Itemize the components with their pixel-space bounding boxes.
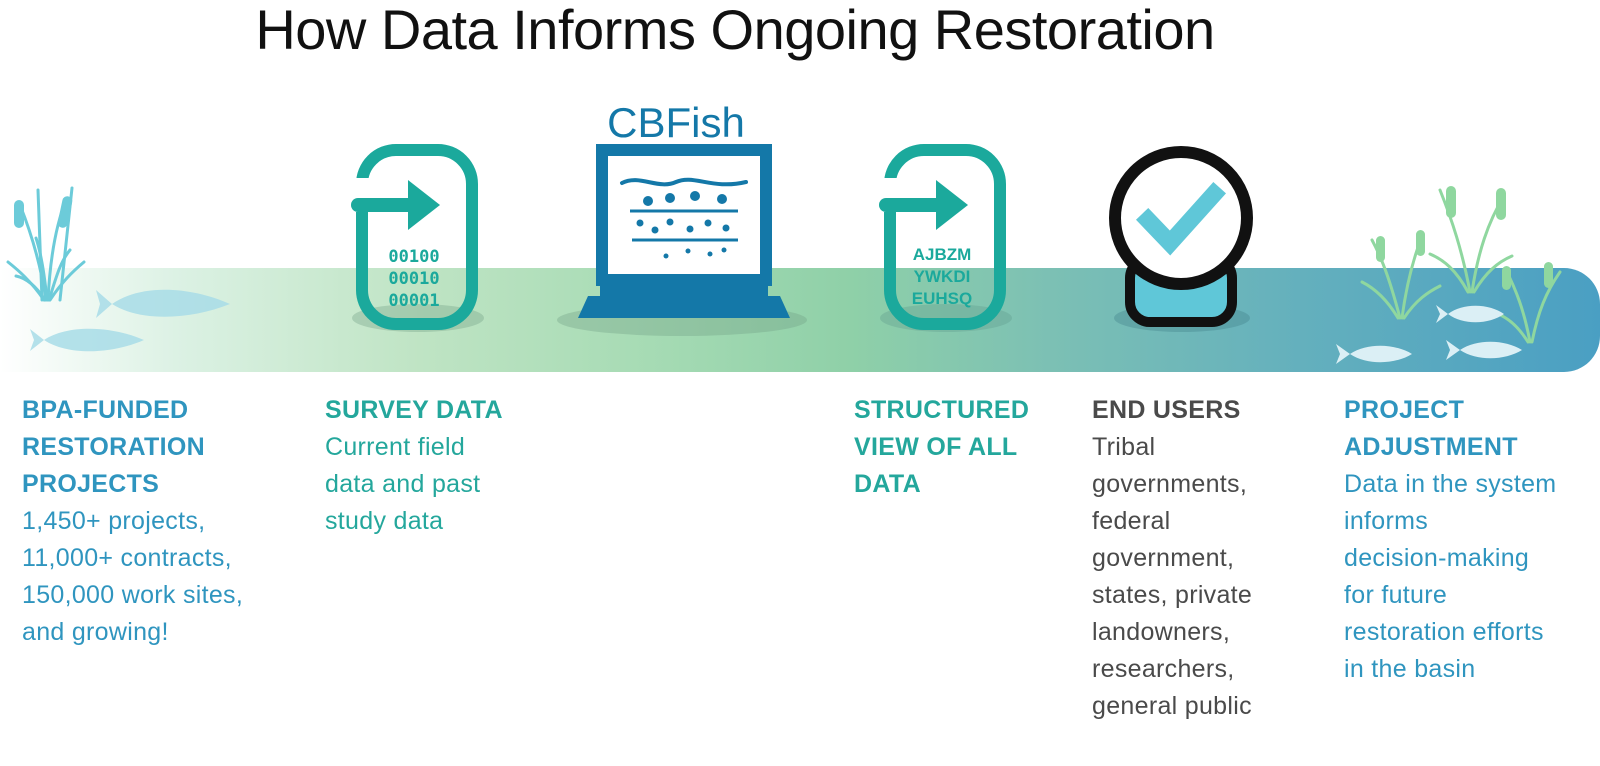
left-cattails-icon — [6, 186, 86, 302]
column-restoration-projects: BPA-FUNDED RESTORATION PROJECTS 1,450+ p… — [22, 392, 302, 651]
right-plants-icon — [1360, 186, 1562, 344]
column-heading-line: PROJECT — [1344, 396, 1465, 424]
column-body-line: Data in the system — [1344, 470, 1557, 498]
column-body-line: researchers, — [1092, 655, 1235, 683]
column-heading-line: STRUCTURED — [854, 396, 1030, 424]
column-body-line: data and past — [325, 470, 481, 498]
column-body-line: Tribal — [1092, 433, 1156, 461]
column-project-adjustment: PROJECT ADJUSTMENT Data in the system in… — [1344, 392, 1594, 688]
letter-code-line-1: AJBZM — [913, 245, 972, 264]
column-body-line: governments, — [1092, 470, 1248, 498]
left-fish-icon — [30, 289, 230, 352]
river-flow-band — [0, 268, 1600, 372]
survey-data-document-icon: 00100 00010 00001 — [344, 144, 484, 332]
letter-code-line-2: YWKDI — [914, 267, 971, 286]
column-body-line: decision-making — [1344, 544, 1530, 572]
column-heading-line: DATA — [854, 470, 921, 498]
column-heading-line: VIEW OF ALL — [854, 433, 1018, 461]
column-body-line: states, private — [1092, 581, 1253, 609]
column-body-line: and growing! — [22, 618, 169, 646]
system-label: CBFish — [607, 99, 745, 146]
column-body-line: in the basin — [1344, 655, 1476, 683]
letter-code-line-3: EUHSQ — [912, 289, 972, 308]
column-structured-view: STRUCTURED VIEW OF ALL DATA — [854, 392, 1074, 503]
column-body-line: 1,450+ projects, — [22, 507, 206, 535]
column-heading-line: SURVEY DATA — [325, 396, 503, 424]
column-heading-line: RESTORATION — [22, 433, 205, 461]
structured-data-document-icon: AJBZM YWKDI EUHSQ — [872, 144, 1012, 332]
right-fish-icon — [1336, 305, 1522, 364]
column-heading-line: END USERS — [1092, 396, 1241, 424]
column-body-line: federal — [1092, 507, 1171, 535]
column-body-line: study data — [325, 507, 444, 535]
column-body-line: general public — [1092, 692, 1252, 720]
binary-code-line-2: 00010 — [388, 269, 439, 289]
column-body-line: informs — [1344, 507, 1429, 535]
column-end-users: END USERS Tribal governments, federal go… — [1092, 392, 1312, 725]
binary-code-line-3: 00001 — [388, 291, 439, 311]
column-body-line: restoration efforts — [1344, 618, 1544, 646]
column-body-line: landowners, — [1092, 618, 1231, 646]
column-heading-line: BPA-FUNDED — [22, 396, 189, 424]
cbfish-laptop-icon — [557, 144, 807, 336]
column-heading-line: ADJUSTMENT — [1344, 433, 1518, 461]
column-heading-line: PROJECTS — [22, 470, 160, 498]
column-body-line: 11,000+ contracts, — [22, 544, 232, 572]
column-survey-data: SURVEY DATA Current field data and past … — [325, 392, 545, 540]
column-body-line: 150,000 work sites, — [22, 581, 244, 609]
end-users-check-icon — [1109, 146, 1253, 332]
binary-code-line-1: 00100 — [388, 247, 439, 267]
column-body-line: Current field — [325, 433, 466, 461]
diagram-title: How Data Informs Ongoing Restoration — [255, 0, 1215, 61]
column-body-line: for future — [1344, 581, 1448, 609]
column-body-line: government, — [1092, 544, 1235, 572]
